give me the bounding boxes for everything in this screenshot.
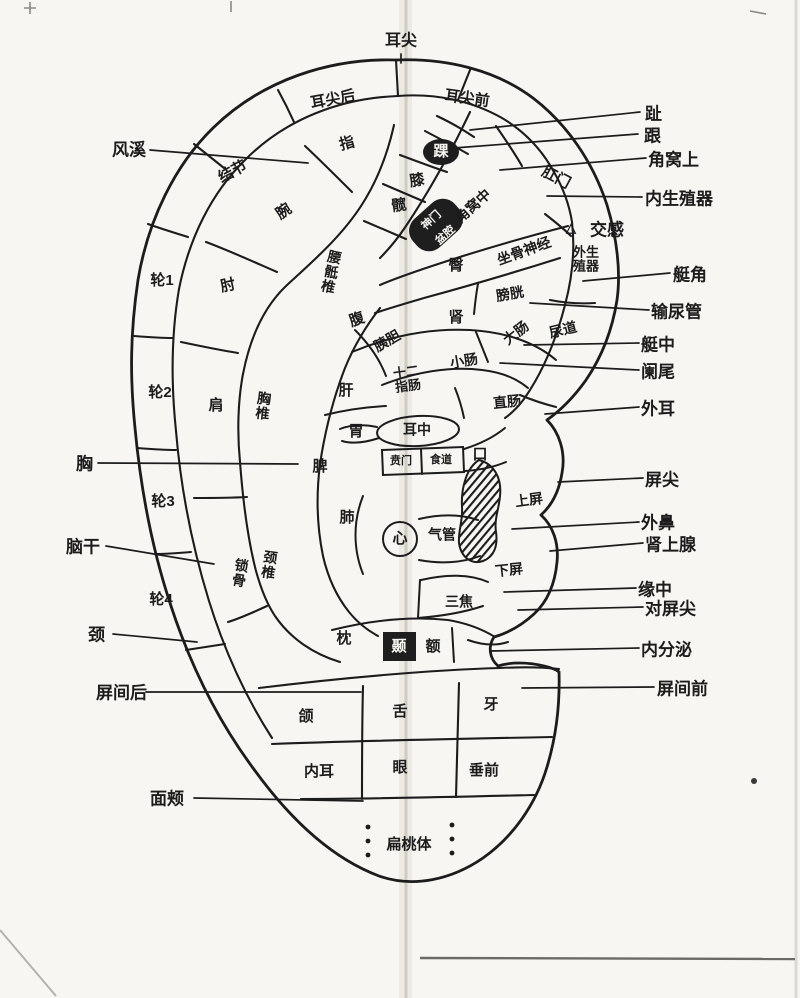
callout-neifenmi-label: 内分泌 — [641, 640, 692, 660]
callout-lanwei-label: 阑尾 — [641, 362, 675, 382]
ankle-dark-blob — [423, 139, 459, 165]
callout-pingjianqian-label: 屏间前 — [657, 679, 708, 699]
zone-ya-label: 牙 — [483, 696, 499, 714]
callout-waier-label: 外耳 — [641, 399, 675, 419]
callout-erjian-label: 耳尖 — [384, 32, 418, 50]
zone-qiguan-label: 气管 — [428, 526, 456, 543]
zone-kuan-label: 髋 — [390, 196, 408, 216]
zone-gan-label: 肝 — [338, 382, 354, 400]
zone-e-label: 额 — [425, 638, 441, 656]
callout-jiaowoshang-label: 角窝上 — [648, 150, 699, 170]
zone-xi-knee-label: 膝 — [408, 170, 426, 191]
zone-lun4-label: 轮4 — [149, 591, 173, 609]
inner-structure-lines — [132, 58, 597, 740]
zone-lun2-label: 轮2 — [148, 384, 172, 402]
dark-fill-regions — [383, 139, 463, 661]
zone-zhen-label: 枕 — [336, 630, 352, 648]
callout-jing-label: 颈 — [88, 625, 105, 645]
callout-pingjianhou-label: 屏间后 — [96, 683, 147, 703]
ear-center-oval — [376, 414, 460, 448]
leader-lines — [97, 53, 671, 802]
zone-chuiqian-label: 垂前 — [468, 762, 500, 780]
callout-zhi-toe-label: 趾 — [645, 104, 662, 124]
nie-black-box — [383, 632, 416, 661]
callout-neishengzhiqi-label: 内生殖器 — [645, 189, 713, 209]
callout-waibi-label: 外鼻 — [641, 513, 675, 533]
callout-pingjian-label: 屏尖 — [645, 470, 679, 490]
zone-jian-shoulder-label: 肩 — [208, 397, 224, 415]
lobe-grid — [257, 666, 561, 801]
callout-jiaogan-label: 交感 — [590, 220, 624, 240]
zone-benmen-label: 贲门 — [390, 455, 412, 468]
zone-wei-label: 胃 — [348, 423, 364, 441]
callout-shenshangxian-label: 肾上腺 — [645, 535, 696, 555]
zone-tun-label: 臀 — [448, 257, 464, 275]
zone-xiaping-label: 下屏 — [494, 560, 524, 580]
bottom-scan-line — [419, 956, 796, 961]
callout-gen-heel-label: 跟 — [644, 126, 661, 146]
zone-shierzhichang-label: 十二 指肠 — [392, 363, 422, 395]
zone-waishengzhiqi-label: 外生 殖器 — [573, 245, 599, 272]
ink-dot — [751, 778, 757, 784]
callout-yuanzhong-label: 缘中 — [638, 580, 672, 600]
zone-xin-label: 心 — [392, 530, 408, 548]
callout-tingjiao-label: 艇角 — [673, 265, 707, 285]
crop-mark-top-right — [749, 10, 767, 15]
zone-neier-label: 内耳 — [303, 763, 335, 781]
zone-pi-label: 脾 — [312, 458, 328, 476]
shenmen-dark-blob — [409, 198, 463, 252]
zone-huai-label: 踝 — [433, 143, 449, 161]
ear-outline — [130, 58, 620, 883]
crop-mark-top-left — [24, 2, 36, 14]
callout-naogan-label: 脑干 — [66, 537, 100, 557]
zone-sanjiao-label: 三焦 — [445, 593, 473, 610]
zone-shidao-label: 食道 — [430, 454, 452, 467]
concha-lines — [324, 283, 557, 663]
zone-kou-label: 口 — [472, 446, 488, 464]
triangle-marker-icon: △ — [566, 220, 576, 235]
zone-xiongzhui-label: 胸椎 — [253, 390, 273, 422]
zone-biantaoti-label: 扁桃体 — [386, 836, 432, 854]
heart-circle — [382, 521, 418, 557]
zone-shen-label: 肾 — [448, 309, 464, 327]
callout-fengxi-label: 风溪 — [112, 140, 146, 160]
hatched-region — [457, 458, 502, 563]
zone-waishengzhiqi-line1: 外生 — [572, 244, 600, 260]
zone-she-label: 舌 — [392, 703, 408, 721]
tonsil-dots — [365, 822, 455, 858]
zone-he-label: 颌 — [298, 708, 314, 726]
zone-waishengzhiqi-line2: 殖器 — [572, 258, 600, 273]
zone-lun1-label: 轮1 — [150, 272, 174, 290]
zone-lun3-label: 轮3 — [151, 493, 175, 511]
callout-duipingjian-label: 对屏尖 — [645, 599, 696, 619]
callout-xiong-label: 胸 — [76, 454, 93, 474]
callout-mianjia-label: 面颊 — [150, 789, 184, 809]
zone-nie-label: 颞 — [391, 638, 407, 656]
zone-zhichang-label: 直肠 — [492, 392, 522, 412]
zone-erzhong-label: 耳中 — [403, 421, 431, 438]
zone-zhou-label: 肘 — [218, 275, 238, 296]
callout-tingzhong-label: 艇中 — [641, 335, 675, 355]
zone-jingzhui-label: 颈椎 — [259, 549, 280, 582]
callout-shuniaoguan-label: 输尿管 — [651, 302, 702, 322]
zone-yan-label: 眼 — [392, 759, 408, 777]
zone-fei-label: 肺 — [339, 509, 355, 527]
